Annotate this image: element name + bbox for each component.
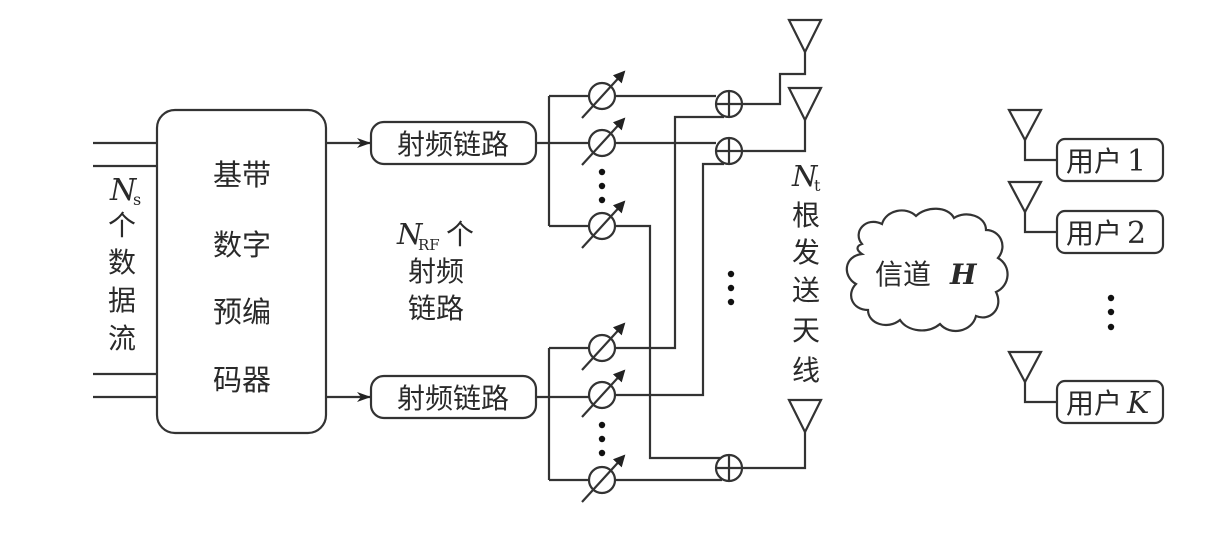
data-streams-char: 流 (108, 322, 136, 355)
nrf-suffix: 个 (446, 218, 474, 251)
ellipsis-dot (727, 298, 735, 306)
baseband-label-line: 基带 (213, 158, 271, 192)
user-id: K (1126, 386, 1151, 421)
data-streams-char: 数 (108, 246, 136, 279)
nt-symbol: N (791, 159, 819, 193)
wire (742, 432, 807, 470)
data-streams-label: N s 个 数 据 流 (108, 173, 141, 355)
rf-chain-label: 射频链路 (397, 128, 509, 161)
transmit-antennas-label: N t 根 发 送 天 线 (791, 159, 821, 387)
wire (615, 162, 724, 397)
phase-shifter-arrow-icon (581, 369, 626, 418)
nt-subscript: t (814, 176, 821, 195)
ellipsis-dot (598, 449, 606, 457)
phase-shifter-network-bottom (536, 346, 589, 482)
phase-shifter (581, 369, 626, 418)
user-id: 1 (1127, 144, 1146, 179)
cloud-icon (845, 207, 1009, 333)
ellipsis-dot (727, 284, 735, 292)
user-box (1055, 379, 1165, 425)
rf-chain-top: 射频链路 (369, 120, 538, 166)
user-box (1055, 137, 1165, 183)
wire (1023, 212, 1057, 234)
antenna-label-char: 送 (792, 274, 820, 307)
phase-shifter (581, 454, 626, 503)
antenna-label-char: 根 (792, 199, 820, 232)
phase-shifter-arrow-icon (581, 200, 626, 249)
baseband-precoder: 基带 数字 预编 码器 (155, 108, 328, 435)
phase-shifter-arrow-icon (581, 454, 626, 503)
antenna-icon (787, 18, 823, 55)
ellipsis-dot (1107, 323, 1115, 331)
wire (1023, 382, 1057, 404)
ellipsis-dot (727, 270, 735, 278)
antenna-icon (1007, 180, 1043, 215)
user-label: 用户 (1066, 217, 1122, 250)
nrf-subscript: RF (418, 236, 440, 254)
phase-shifter-arrow-icon (581, 117, 626, 166)
rf-chain-label: 射频链路 (397, 382, 509, 415)
transmit-antennas (787, 18, 823, 435)
phase-shifter (581, 117, 626, 166)
antenna-icon (787, 86, 823, 123)
phase-shifter-ellipsis-top (598, 168, 606, 204)
antenna-icon (787, 398, 823, 435)
ellipsis-dot (1107, 308, 1115, 316)
baseband-label-line: 预编 (213, 295, 271, 329)
ns-symbol: N (109, 173, 138, 208)
phase-shifter (581, 70, 626, 119)
input-streams (93, 141, 157, 399)
antenna-label-char: 发 (792, 236, 820, 269)
combiner (714, 89, 744, 119)
combiner-ellipsis (727, 270, 735, 306)
user-label: 用户 (1066, 387, 1122, 420)
nrf-symbol: N (396, 217, 424, 251)
baseband-precoder-box (155, 108, 328, 435)
antenna-label-char: 线 (792, 354, 820, 387)
wire (1023, 140, 1057, 162)
data-streams-char: 据 (108, 284, 136, 317)
phase-shifter-arrow-icon (581, 70, 626, 119)
baseband-label-line: 数字 (213, 228, 271, 262)
antenna-label-char: 天 (792, 314, 820, 347)
rf-chain-bottom: 射频链路 (369, 374, 538, 420)
phase-shifters (581, 70, 626, 503)
channel-label: 信道 (875, 258, 931, 291)
baseband-label-line: 码器 (213, 363, 271, 397)
ellipsis-dot (598, 421, 606, 429)
wire (615, 224, 724, 460)
user-ellipsis (1107, 294, 1115, 331)
nrf-label-line: 射频 (408, 255, 464, 288)
antenna-icon (1007, 350, 1043, 385)
ellipsis-dot (598, 435, 606, 443)
nrf-label-line: 链路 (408, 292, 464, 325)
antenna-icon (1007, 108, 1043, 143)
wire (742, 51, 807, 106)
phase-shifter-arrow-icon (581, 322, 626, 371)
combiner (714, 453, 744, 483)
data-streams-char: 个 (108, 209, 136, 242)
wire (615, 115, 724, 350)
combiner-wiring (615, 94, 724, 482)
user-id: 2 (1127, 216, 1146, 251)
ellipsis-dot (1107, 294, 1115, 302)
rf-count-label: N RF 个 射频 链路 (396, 217, 474, 325)
wire (742, 120, 807, 153)
phase-shifter-ellipsis-bottom (598, 421, 606, 457)
channel-symbol: H (949, 258, 978, 291)
user-box (1055, 209, 1165, 255)
ns-subscript: s (133, 190, 141, 209)
ellipsis-dot (598, 168, 606, 176)
ellipsis-dot (598, 196, 606, 204)
user-label: 用户 (1066, 145, 1122, 178)
phase-shifter-network-top (536, 94, 589, 228)
channel-cloud: 信道 H (845, 207, 1009, 333)
ellipsis-dot (598, 182, 606, 190)
antenna-feeds (742, 51, 807, 470)
combiner (714, 136, 744, 166)
